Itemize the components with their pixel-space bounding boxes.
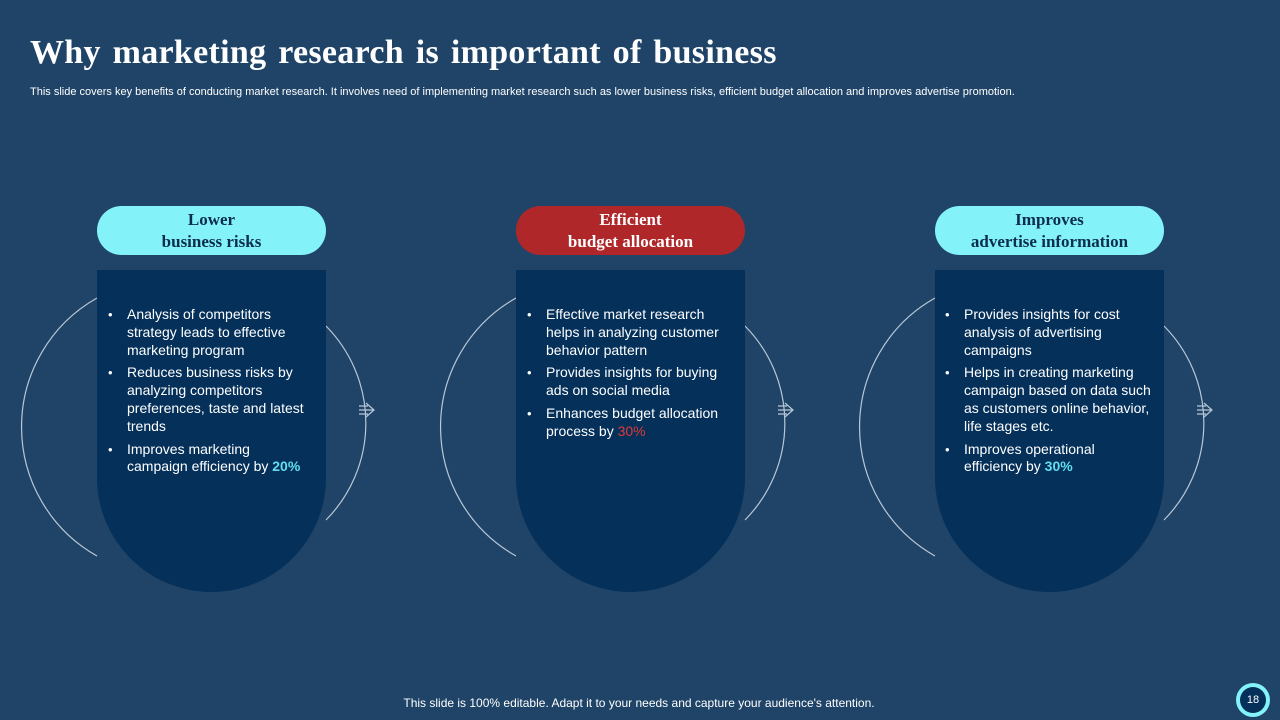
benefit-list-3: Provides insights for cost analysis of a… xyxy=(945,306,1151,481)
arc-right-col1 xyxy=(325,325,367,521)
benefit-heading-3: Improves advertise information xyxy=(935,206,1164,255)
list-item: Enhances budget allocation process by 30… xyxy=(527,405,733,441)
benefit-list-2: Effective market research helps in analy… xyxy=(527,306,733,446)
arrow-right-icon xyxy=(359,402,375,418)
highlight-value: 30% xyxy=(617,422,646,439)
list-item: Improves marketing campaign efficiency b… xyxy=(108,441,314,477)
heading-line-2: business risks xyxy=(161,231,262,251)
benefit-heading-1: Lower business risks xyxy=(97,206,326,255)
slide-title: Why marketing research is important of b… xyxy=(30,34,777,71)
list-item: Improves operational efficiency by 30% xyxy=(945,441,1151,477)
list-item: Helps in creating marketing campaign bas… xyxy=(945,364,1151,435)
heading-line-2: budget allocation xyxy=(567,231,694,251)
page-number-badge: 18 xyxy=(1236,683,1270,717)
heading-line-1: Efficient xyxy=(599,209,662,229)
page-number: 18 xyxy=(1240,687,1266,713)
highlight-value: 20% xyxy=(272,458,301,475)
list-item: Provides insights for cost analysis of a… xyxy=(945,306,1151,359)
arc-right-col3 xyxy=(1163,325,1205,521)
list-item: Reduces business risks by analyzing comp… xyxy=(108,364,314,435)
heading-line-1: Improves xyxy=(1015,209,1084,229)
arc-left-col3 xyxy=(859,297,936,557)
heading-line-1: Lower xyxy=(187,209,236,229)
arrow-right-icon xyxy=(1197,402,1213,418)
benefit-list-1: Analysis of competitors strategy leads t… xyxy=(108,306,314,481)
footer-note: This slide is 100% editable. Adapt it to… xyxy=(403,696,875,710)
arc-left-col1 xyxy=(21,297,98,557)
arc-right-col2 xyxy=(744,325,786,521)
highlight-value: 30% xyxy=(1044,458,1073,475)
benefit-heading-2: Efficient budget allocation xyxy=(516,206,745,255)
list-item: Effective market research helps in analy… xyxy=(527,306,733,359)
slide-subtitle: This slide covers key benefits of conduc… xyxy=(30,86,1015,98)
arc-left-col2 xyxy=(440,297,517,557)
list-item: Analysis of competitors strategy leads t… xyxy=(108,306,314,359)
arrow-right-icon xyxy=(778,402,794,418)
list-item: Provides insights for buying ads on soci… xyxy=(527,364,733,400)
heading-line-2: advertise information xyxy=(970,231,1129,251)
